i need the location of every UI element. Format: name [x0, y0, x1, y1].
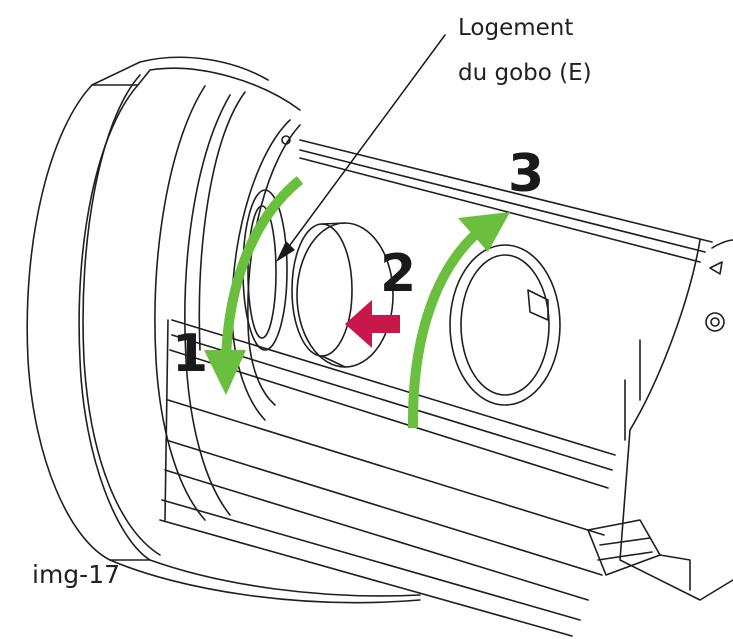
gobo-disc: [291, 222, 394, 368]
callout-arrowhead: [276, 241, 295, 262]
figure-id: img-17: [32, 560, 121, 589]
callout-line-2: du gobo (E): [458, 60, 592, 86]
right-end-block: [587, 239, 733, 601]
end-housing: [26, 56, 421, 604]
callout-label-gobo-seat: Logement du gobo (E): [458, 6, 592, 96]
retaining-ring: [449, 244, 561, 406]
push-arrow-2: [345, 300, 400, 348]
callout-leader-line: [289, 34, 446, 246]
rotate-arrow-1: [204, 176, 304, 395]
step-number-1: 1: [172, 324, 209, 384]
rotate-arrow-3: [407, 212, 510, 429]
callout-line-1: Logement: [458, 15, 574, 41]
frame-rails: [159, 139, 713, 637]
step-number-3: 3: [508, 144, 545, 204]
step-number-2: 2: [380, 244, 417, 304]
